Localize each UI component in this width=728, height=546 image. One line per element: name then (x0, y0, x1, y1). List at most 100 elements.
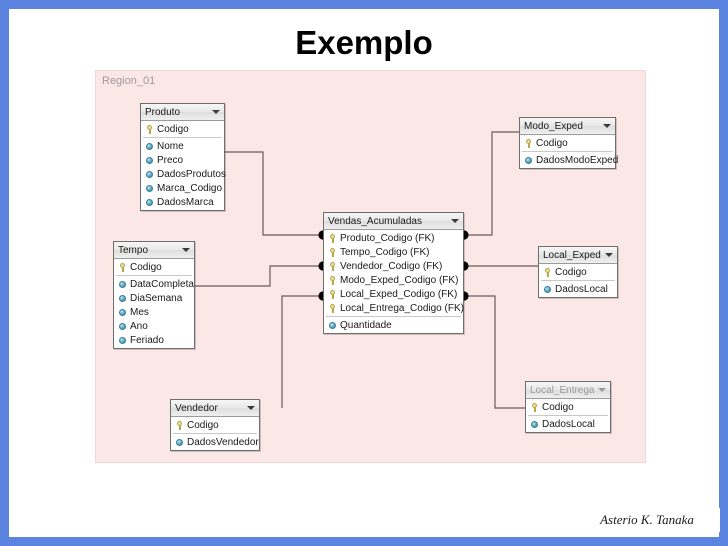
entity-field-list: Codigo DadosLocal (526, 399, 610, 432)
field-label: Feriado (130, 334, 164, 346)
field-label: Nome (157, 140, 184, 152)
entity-field: Nome (141, 139, 224, 153)
entity-title: Vendedor (175, 402, 218, 414)
entity-field: Local_Exped_Codigo (FK) (324, 287, 463, 301)
entity-vendas-acumuladas[interactable]: Vendas_Acumuladas Produto_Codigo (FK) Te… (323, 212, 464, 334)
entity-field-list: Codigo DadosVendedor (171, 417, 259, 450)
chevron-down-icon[interactable] (247, 406, 255, 410)
entity-field: Quantidade (324, 318, 463, 332)
field-label: Codigo (542, 401, 574, 413)
entity-title: Local_Entrega (530, 384, 594, 396)
entity-field: Marca_Codigo (141, 181, 224, 195)
attribute-icon (145, 198, 154, 207)
field-separator (173, 433, 257, 434)
entity-field: Vendedor_Codigo (FK) (324, 259, 463, 273)
field-label: Produto_Codigo (FK) (340, 232, 435, 244)
field-separator (522, 151, 613, 152)
field-label: DataCompleta (130, 278, 194, 290)
entity-field: DadosLocal (526, 417, 610, 431)
key-icon (118, 262, 127, 272)
entity-field: Preco (141, 153, 224, 167)
field-label: Codigo (130, 261, 162, 273)
attribute-icon (328, 321, 337, 330)
field-separator (116, 275, 192, 276)
entity-header[interactable]: Vendedor (171, 400, 259, 417)
entity-title: Tempo (118, 244, 149, 256)
entity-field: DiaSemana (114, 291, 194, 305)
entity-title: Produto (145, 106, 181, 118)
chevron-down-icon[interactable] (605, 253, 613, 257)
entity-field: DadosProdutos (141, 167, 226, 181)
field-label: Vendedor_Codigo (FK) (340, 260, 443, 272)
entity-header[interactable]: Vendas_Acumuladas (324, 213, 463, 230)
chevron-down-icon[interactable] (212, 110, 220, 114)
attribute-icon (530, 420, 539, 429)
entity-field-list: Codigo DadosModoExped (520, 135, 619, 168)
entity-field: Modo_Exped_Codigo (FK) (324, 273, 463, 287)
key-icon (175, 420, 184, 430)
footer-author: Asterio K. Tanaka (600, 512, 694, 527)
page-title: Exemplo (295, 24, 433, 61)
field-label: Local_Exped_Codigo (FK) (340, 288, 458, 300)
entity-field: DadosMarca (141, 195, 224, 209)
attribute-icon (118, 336, 127, 345)
attribute-icon (118, 294, 127, 303)
entity-field: Codigo (520, 136, 615, 150)
entity-local-entrega[interactable]: Local_Entrega Codigo DadosLocal (525, 381, 611, 433)
field-separator (541, 280, 615, 281)
entity-field: Codigo (114, 260, 194, 274)
field-label: DadosLocal (555, 283, 608, 295)
key-icon (524, 138, 533, 148)
field-label: Codigo (187, 419, 219, 431)
entity-field: Codigo (141, 122, 224, 136)
region-label: Region_01 (102, 75, 156, 87)
entity-header[interactable]: Modo_Exped (520, 118, 615, 135)
key-icon (543, 267, 552, 277)
entity-field-list: Codigo DadosLocal (539, 264, 617, 297)
field-label: Preco (157, 154, 184, 166)
field-label: DadosModoExped (536, 154, 619, 166)
entity-header[interactable]: Local_Exped (539, 247, 617, 264)
attribute-icon (543, 285, 552, 294)
key-icon (328, 275, 337, 285)
entity-field: Tempo_Codigo (FK) (324, 245, 463, 259)
key-icon (328, 303, 337, 313)
entity-local-exped[interactable]: Local_Exped Codigo DadosLocal (538, 246, 618, 298)
chevron-down-icon[interactable] (182, 248, 190, 252)
entity-title: Local_Exped (543, 249, 601, 261)
entity-field: DadosModoExped (520, 153, 619, 167)
entity-field: DataCompleta (114, 277, 194, 291)
entity-vendedor[interactable]: Vendedor Codigo DadosVendedor (170, 399, 260, 451)
entity-produto[interactable]: Produto Codigo Nome Preco DadosProdutos … (140, 103, 226, 211)
field-label: Marca_Codigo (157, 182, 223, 194)
attribute-icon (118, 308, 127, 317)
entity-header[interactable]: Produto (141, 104, 224, 121)
entity-field: Local_Entrega_Codigo (FK) (324, 301, 464, 315)
attribute-icon (524, 156, 533, 165)
entity-header[interactable]: Local_Entrega (526, 382, 610, 399)
key-icon (328, 289, 337, 299)
entity-tempo[interactable]: Tempo Codigo DataCompleta DiaSemana Mes … (113, 241, 195, 349)
chevron-down-icon[interactable] (598, 388, 606, 392)
attribute-icon (118, 280, 127, 289)
entity-field: Codigo (526, 400, 610, 414)
entity-modo-exped[interactable]: Modo_Exped Codigo DadosModoExped (519, 117, 619, 169)
key-icon (530, 402, 539, 412)
attribute-icon (118, 322, 127, 331)
entity-field: DadosLocal (539, 282, 617, 296)
field-label: Ano (130, 320, 148, 332)
entity-field: DadosVendedor (171, 435, 259, 449)
chevron-down-icon[interactable] (603, 124, 611, 128)
key-icon (328, 247, 337, 257)
field-separator (326, 316, 461, 317)
chevron-down-icon[interactable] (451, 219, 459, 223)
field-separator (528, 415, 608, 416)
attribute-icon (145, 142, 154, 151)
field-label: Quantidade (340, 319, 392, 331)
key-icon (328, 261, 337, 271)
key-icon (328, 233, 337, 243)
entity-header[interactable]: Tempo (114, 242, 194, 259)
entity-field: Produto_Codigo (FK) (324, 231, 463, 245)
field-label: Modo_Exped_Codigo (FK) (340, 274, 459, 286)
entity-field: Mes (114, 305, 194, 319)
